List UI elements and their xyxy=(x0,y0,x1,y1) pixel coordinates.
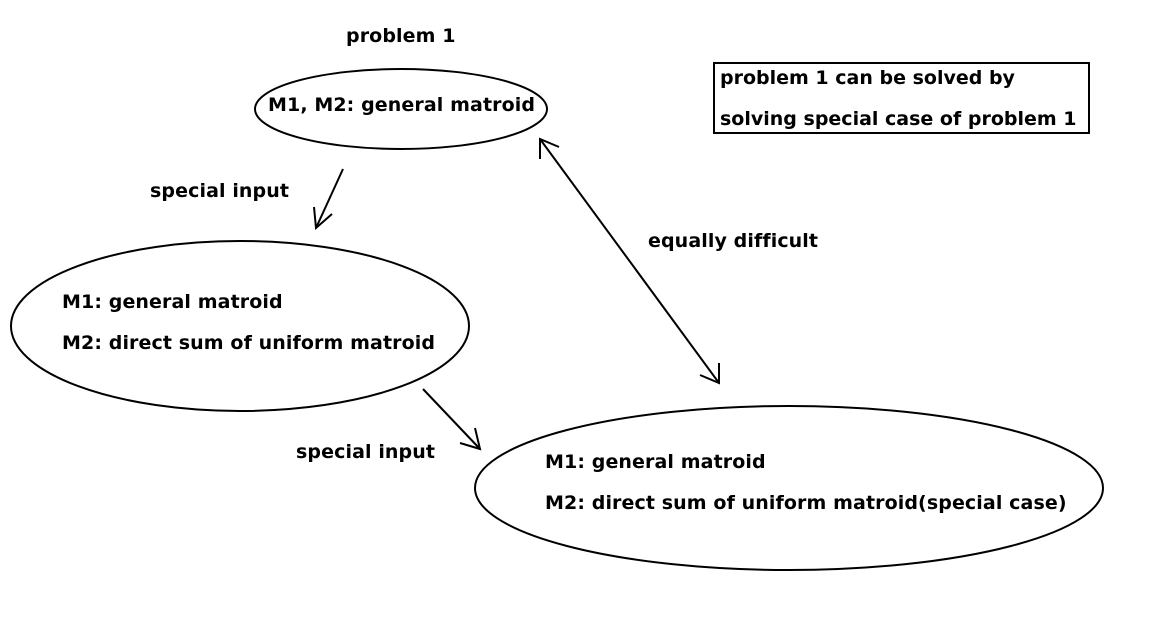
note-line2: solving special case of problem 1 xyxy=(720,108,1077,130)
left-node-ellipse xyxy=(10,240,470,412)
edge-label-special-input-1: special input xyxy=(150,180,290,202)
left-node-line2: M2: direct sum of uniform matroid xyxy=(62,332,436,354)
edge-label-special-input-2: special input xyxy=(296,441,436,463)
top-node-ellipse xyxy=(254,68,548,150)
arrow-top-to-left xyxy=(313,168,344,231)
problem-title: problem 1 xyxy=(346,25,456,47)
bottom-node-line2: M2: direct sum of uniform matroid(specia… xyxy=(545,492,1067,514)
left-node-line1: M1: general matroid xyxy=(62,291,283,313)
bottom-node-line1: M1: general matroid xyxy=(545,451,766,473)
bottom-node-ellipse xyxy=(474,405,1104,571)
arrow-equally-difficult xyxy=(539,137,720,385)
note-line1: problem 1 can be solved by xyxy=(720,67,1015,89)
top-node-label: M1, M2: general matroid xyxy=(268,94,536,116)
edge-label-equally-difficult: equally difficult xyxy=(648,230,819,252)
note-box: problem 1 can be solved by solving speci… xyxy=(713,62,1090,134)
arrow-left-to-bottom xyxy=(422,388,482,451)
